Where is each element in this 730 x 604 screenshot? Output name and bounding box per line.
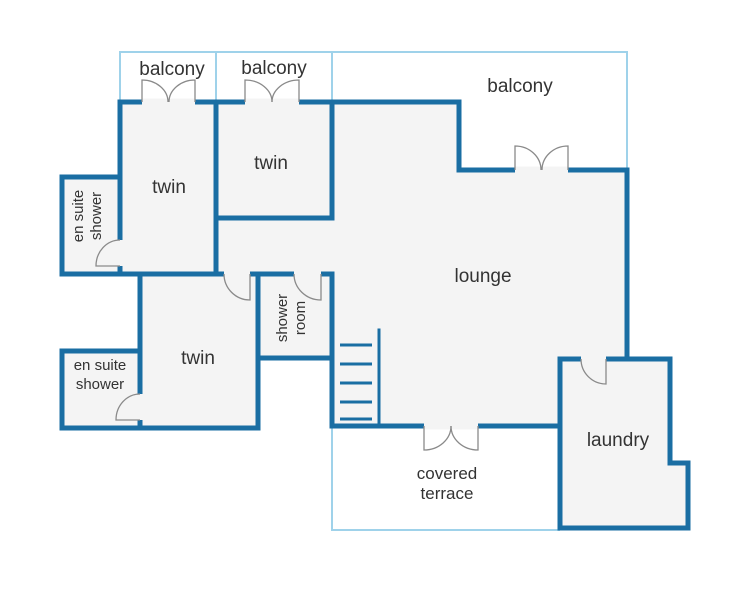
door-ensuite-top [95, 239, 121, 267]
double-door-balcony-mid [244, 79, 300, 103]
floor-fills [62, 102, 688, 528]
label-shower-room: shower room [274, 294, 309, 342]
label-shower-room-line1: shower [274, 294, 291, 342]
label-shower-room-line2: room [292, 301, 309, 335]
ensuite-top-walls [59, 174, 123, 277]
door-ensuite-bottom [115, 393, 141, 421]
lounge-upper-walls [329, 99, 630, 362]
double-door-terrace [423, 425, 479, 451]
lounge-floor [216, 102, 627, 426]
label-lounge: lounge [454, 266, 511, 287]
double-door-balcony-left [141, 79, 196, 103]
door-laundry [580, 358, 607, 385]
label-balcony-mid: balcony [241, 58, 307, 79]
door-shower-room [293, 273, 322, 301]
label-balcony-right: balcony [487, 76, 553, 97]
label-laundry: laundry [587, 430, 650, 451]
door-twin-bottom [223, 273, 251, 301]
label-terrace-line1: covered [417, 464, 477, 483]
twin-top-left-floor [120, 102, 216, 274]
double-door-balcony-right [514, 145, 569, 171]
laundry-floor [560, 359, 688, 528]
label-twin-bottom: twin [181, 348, 215, 369]
label-balcony-left: balcony [139, 59, 205, 80]
twin-top-mid-floor [216, 102, 332, 218]
balcony-right-outline [332, 51, 628, 170]
twin-bottom-walls [137, 271, 261, 431]
ensuite-top-floor [62, 177, 120, 274]
ensuite-bottom-floor [62, 351, 140, 428]
stairs [340, 343, 372, 421]
door-swings [95, 79, 607, 451]
terrace-outline [331, 426, 560, 531]
room-labels: balcony balcony balcony twin twin twin l… [70, 58, 650, 503]
label-ensuite-top-line1: en suite [70, 190, 87, 243]
laundry-walls [557, 356, 691, 531]
label-ensuite-bottom-line1: en suite [74, 357, 127, 374]
shower-room-floor [258, 274, 332, 358]
twin-bottom-floor [140, 274, 258, 428]
label-ensuite-top-line2: shower [88, 192, 105, 240]
ensuite-bottom-walls [59, 348, 143, 431]
label-twin-top-left: twin [152, 177, 186, 198]
label-ensuite-top: en suite shower [70, 190, 105, 243]
label-twin-top-mid: twin [254, 153, 288, 174]
label-terrace-line2: terrace [421, 484, 474, 503]
label-ensuite-bottom-line2: shower [76, 376, 124, 393]
